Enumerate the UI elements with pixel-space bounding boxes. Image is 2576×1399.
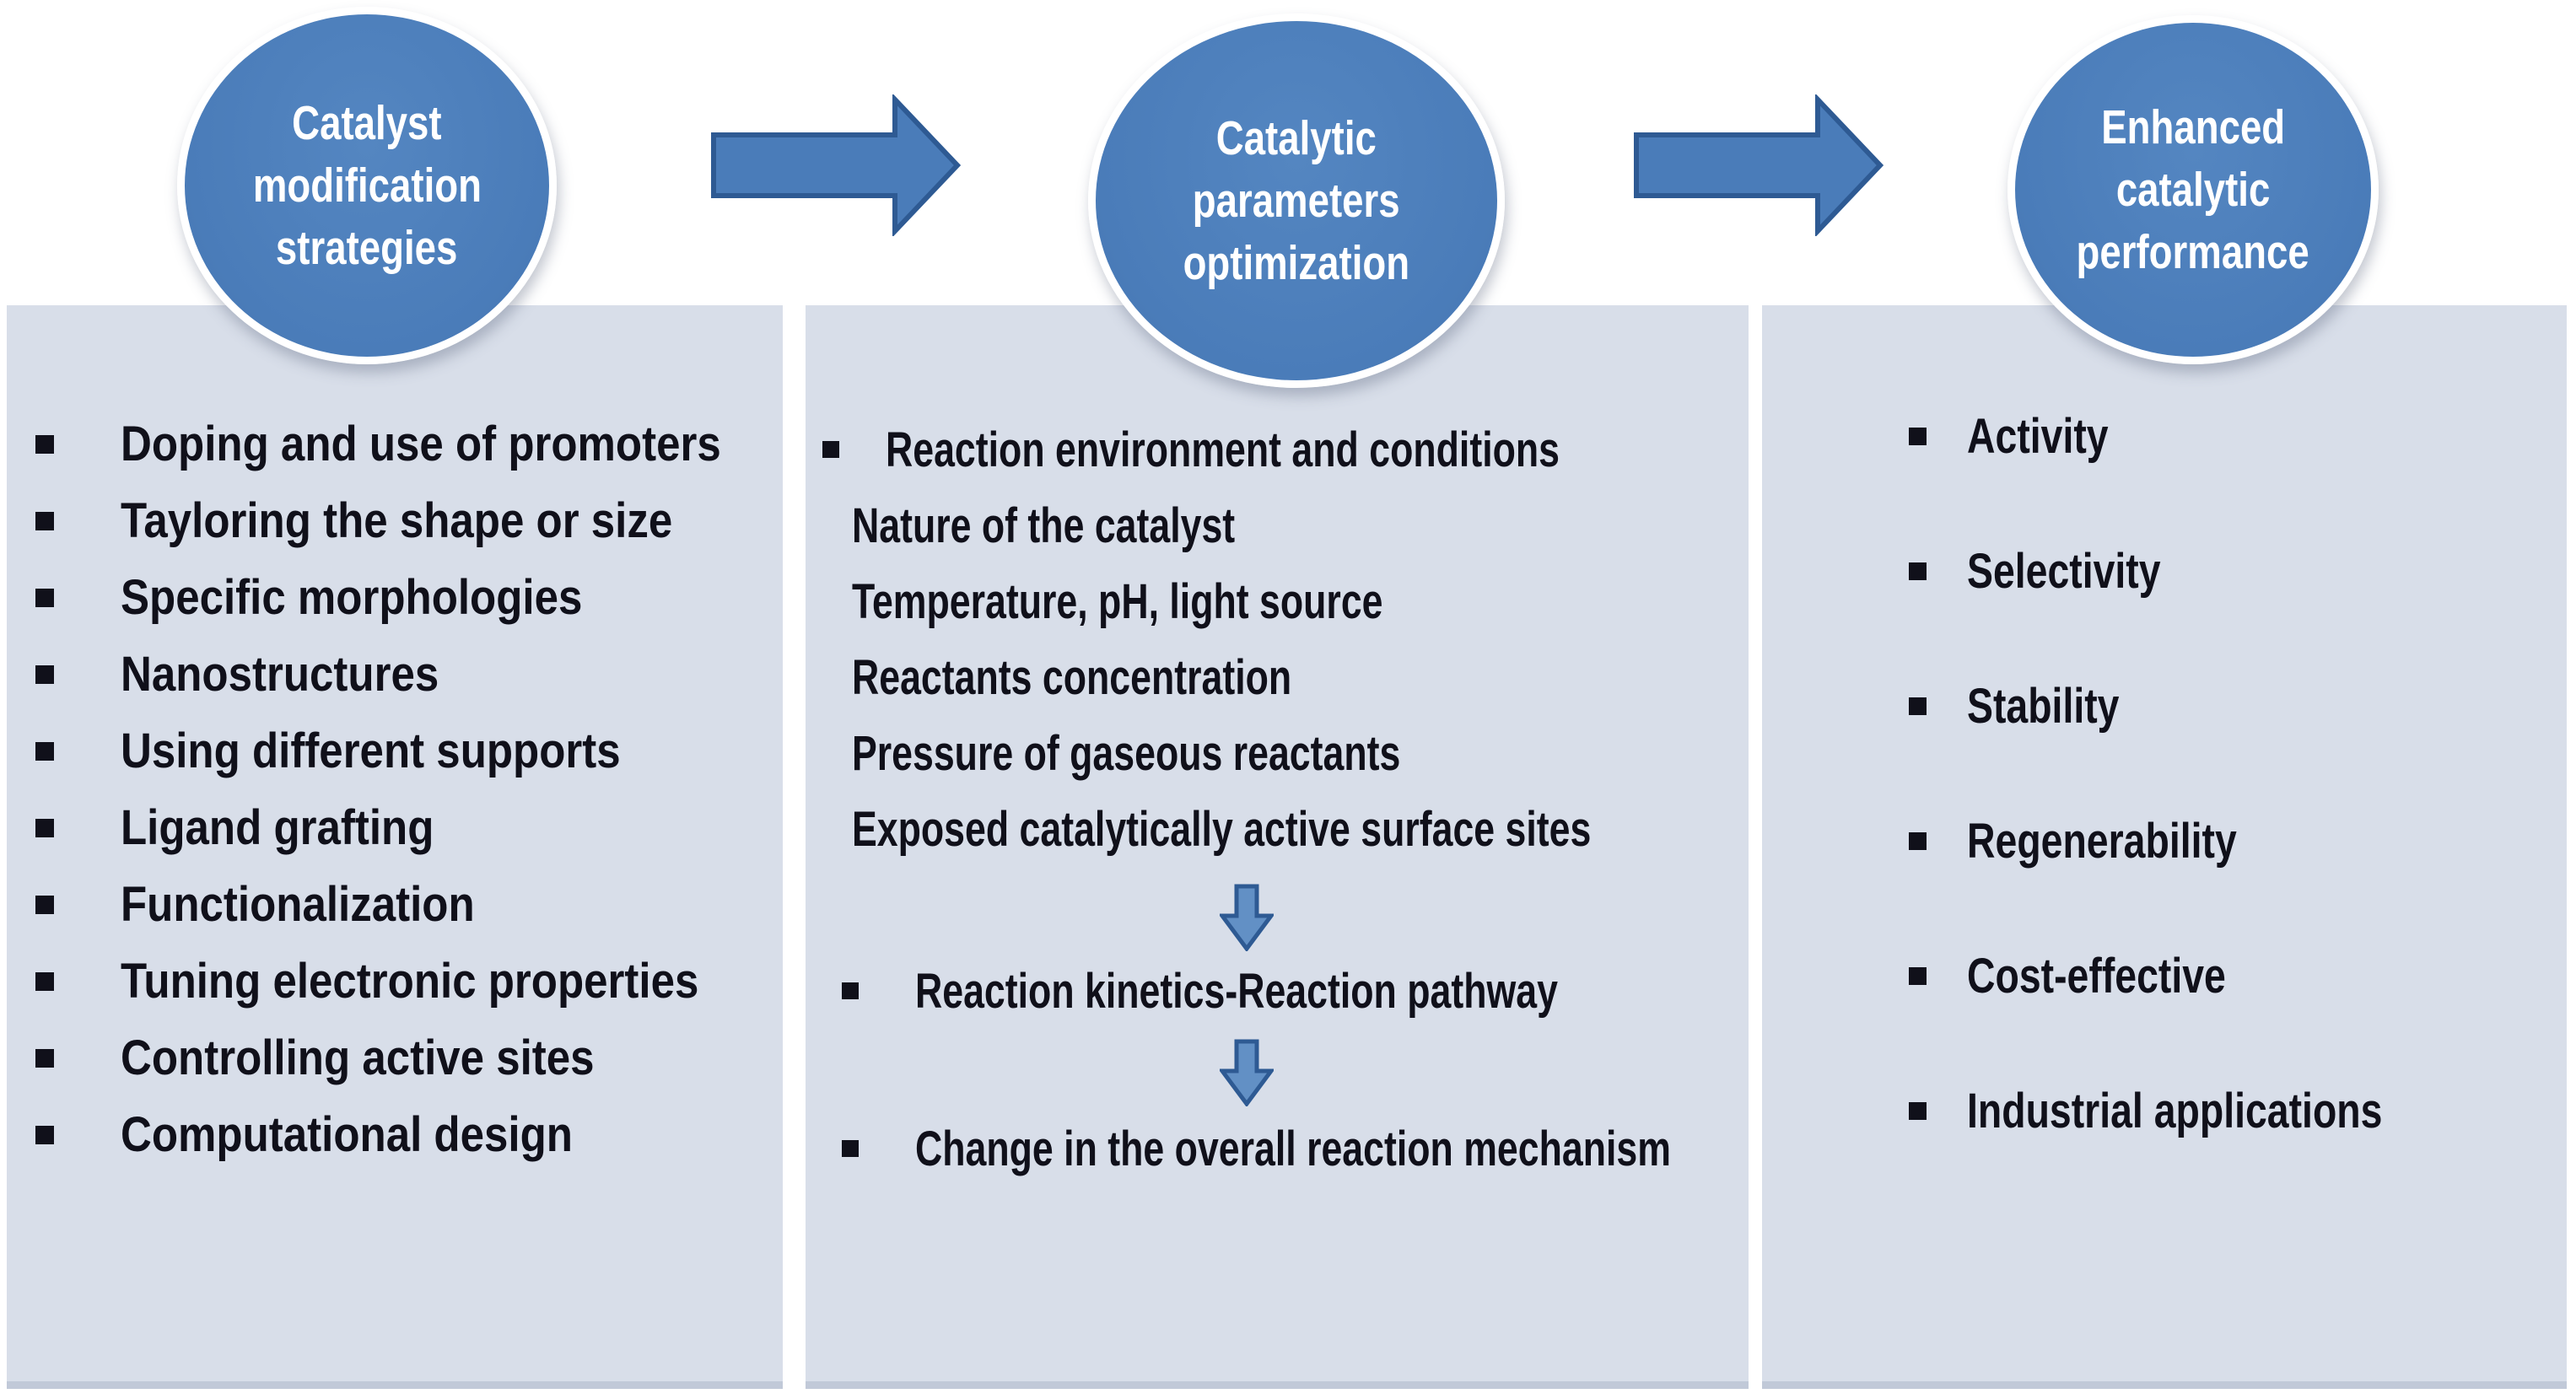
- list-item: Stability: [1909, 638, 2487, 773]
- bullet-square-icon: [842, 982, 859, 999]
- panel-enhanced-performance: [1762, 305, 2567, 1389]
- list-item: Tayloring the shape or size: [35, 482, 803, 559]
- bullet-square-icon: [35, 665, 54, 684]
- bullet-square-icon: [35, 818, 54, 837]
- list-item: Tuning electronic properties: [35, 943, 803, 1020]
- ellipse-title-line: Catalyst: [292, 96, 442, 150]
- panel-modification-strategies: [7, 305, 783, 1389]
- list-item: Change in the overall reaction mechanism: [842, 1111, 1897, 1186]
- list-item: Selectivity: [1909, 503, 2487, 638]
- list-item: Using different supports: [35, 713, 803, 789]
- bullet-square-icon: [35, 895, 54, 914]
- list-item: Cost-effective: [1909, 908, 2487, 1043]
- flow-right-arrow-icon: [711, 94, 962, 236]
- list-item: Computational design: [35, 1096, 803, 1173]
- ellipse-title-line: catalytic: [2115, 163, 2271, 217]
- list-item: Doping and use of promoters: [35, 406, 803, 482]
- bullet-square-icon: [1909, 966, 1927, 985]
- bullet-square-icon: [35, 971, 54, 991]
- list-item: Nanostructures: [35, 636, 803, 713]
- list-item: Industrial applications: [1909, 1043, 2487, 1178]
- ellipse-title-line: parameters: [1193, 174, 1400, 228]
- ellipse-title-line: modification: [252, 159, 482, 213]
- ellipse-title-line: strategies: [276, 221, 458, 275]
- bullet-square-icon: [822, 441, 839, 458]
- bullet-square-icon: [35, 588, 54, 607]
- bullet-square-icon: [35, 741, 54, 761]
- reaction-conditions-block: Reaction environment and conditions Natu…: [822, 412, 1812, 867]
- list-item: Reaction kinetics-Reaction pathway: [842, 954, 1749, 1028]
- bullet-square-icon: [842, 1140, 859, 1157]
- bullet-square-icon: [1909, 831, 1927, 850]
- modification-strategies-list: Doping and use of promoters Tayloring th…: [35, 406, 803, 1173]
- bullet-square-icon: [1909, 562, 1927, 580]
- list-item: Temperature, pH, light source: [852, 573, 1383, 629]
- ellipse-title-line: performance: [2076, 225, 2310, 279]
- list-item: Pressure of gaseous reactants: [852, 725, 1401, 781]
- ellipse-title-line: Enhanced: [2101, 100, 2285, 154]
- down-arrow-icon: [1220, 1039, 1274, 1106]
- bullet-square-icon: [35, 1048, 54, 1068]
- bullet-square-icon: [35, 511, 54, 530]
- bullet-square-icon: [35, 434, 54, 454]
- list-item: Reactants concentration: [852, 649, 1292, 705]
- list-item: Regenerability: [1909, 773, 2487, 908]
- stage-ellipse-catalytic-parameters: Catalytic parameters optimization: [1088, 13, 1505, 388]
- ellipse-title-line: Catalytic: [1215, 111, 1377, 165]
- performance-outcomes-list: Activity Selectivity Stability Regenerab…: [1909, 369, 2487, 1178]
- list-item: Controlling active sites: [35, 1020, 803, 1096]
- bullet-square-icon: [1909, 427, 1927, 445]
- bullet-square-icon: [1909, 697, 1927, 715]
- list-item: Nature of the catalyst: [852, 498, 1236, 553]
- bullet-square-icon: [35, 1125, 54, 1144]
- flow-right-arrow-icon: [1634, 94, 1884, 236]
- list-item: Activity: [1909, 369, 2487, 503]
- stage-ellipse-catalyst-modification: Catalyst modification strategies: [177, 7, 557, 364]
- ellipse-title-line: optimization: [1183, 236, 1410, 290]
- panel-parameters-optimization: [806, 305, 1749, 1389]
- list-item: Reaction environment and conditions: [822, 412, 1812, 487]
- list-item: Specific morphologies: [35, 559, 803, 636]
- list-item: Functionalization: [35, 866, 803, 943]
- list-item: Ligand grafting: [35, 789, 803, 866]
- down-arrow-icon: [1220, 884, 1274, 951]
- list-item: Exposed catalytically active surface sit…: [852, 801, 1592, 857]
- stage-ellipse-enhanced-performance: Enhanced catalytic performance: [2007, 15, 2379, 364]
- bullet-square-icon: [1909, 1101, 1927, 1120]
